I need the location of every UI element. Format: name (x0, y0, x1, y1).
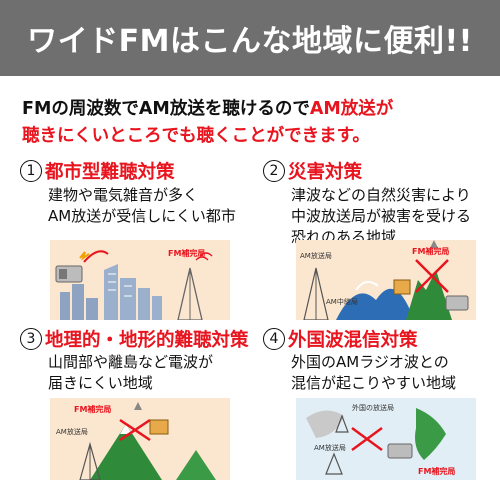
section-1-line: AM放送が受信しにくい都市 (48, 207, 236, 225)
fm-station-label: FM補完局 (168, 248, 205, 258)
mountain-icon (406, 270, 452, 320)
foreign-antenna-icon (335, 414, 349, 433)
am-antenna-icon (303, 267, 329, 320)
section-3-line: 山間部や離島など電波が (48, 353, 214, 371)
am-station-label: AM放送局 (314, 443, 346, 452)
section-2-number: 2 (263, 160, 285, 182)
fm-antenna-icon (177, 267, 203, 320)
header-banner: ワイドFMはこんな地域に便利!! (0, 0, 500, 76)
section-1-description: 建物や電気雑音が多く AM放送が受信しにくい都市 (48, 185, 236, 227)
tower-buildings-icon (104, 264, 162, 320)
section-1-title: 都市型難聴対策 (45, 162, 175, 183)
section-4-illustration: 外国の放送局 AM放送局 FM補完局 (296, 398, 476, 480)
house-icon (149, 419, 169, 435)
section-4-number: 4 (263, 328, 285, 350)
section-3-description: 山間部や離島など電波が 届きにくい地域 (48, 352, 213, 394)
section-3-illustration: FM補完局 AM放送局 (50, 398, 230, 480)
section-3-title: 地理的・地形的難聴対策 (45, 330, 249, 351)
fm-station-label: FM補完局 (412, 246, 449, 256)
fm-tower-icon (134, 402, 142, 410)
section-1-number: 1 (20, 160, 42, 182)
noise-zigzag-icon (83, 250, 109, 263)
section-2-title: 災害対策 (288, 162, 363, 183)
continent-icon (306, 410, 344, 438)
foreign-station-label: 外国の放送局 (352, 403, 394, 412)
section-2-description: 津波などの自然災害により 中波放送局が被害を受ける 恐れのある地域 (291, 185, 471, 248)
am-antenna-icon (79, 441, 101, 480)
mountain-icon (90, 424, 162, 480)
section-2-illustration: AM放送局 AM中継局 FM補完局 (296, 240, 476, 320)
intro-highlight-1: AM放送が (309, 99, 394, 119)
section-4-title: 外国波混信対策 (288, 330, 418, 351)
radio-icon (445, 295, 469, 311)
am-station-label: AM放送局 (56, 427, 88, 436)
hill-icon (176, 450, 216, 480)
section-3-line: 届きにくい地域 (48, 374, 153, 392)
section-1-line: 建物や電気雑音が多く (48, 186, 199, 204)
tsunami-wave-icon (336, 288, 414, 320)
intro-highlight-2: 聴きにくいところでも聴くことができます。 (22, 126, 370, 146)
am-relay-label: AM中継局 (326, 297, 358, 306)
section-4-heading: 4 外国波混信対策 (263, 326, 418, 352)
section-3-heading: 3 地理的・地形的難聴対策 (20, 326, 249, 352)
lightning-icon (79, 251, 90, 261)
section-1-illustration: FM補完局 (50, 240, 230, 320)
japan-map-icon (415, 408, 446, 460)
intro-plain: FMの周波数でAM放送を聴けるので (22, 99, 310, 119)
section-2-line: 中波放送局が被害を受ける (291, 207, 472, 225)
fm-tower-icon (430, 240, 438, 248)
buildings-icon (60, 284, 98, 320)
intro-line-1: FMの周波数でAM放送を聴けるのでAM放送が (22, 96, 492, 123)
page-title: ワイドFMはこんな地域に便利!! (27, 24, 473, 59)
section-2-line: 津波などの自然災害により (291, 186, 471, 204)
intro-text: FMの周波数でAM放送を聴けるのでAM放送が 聴きにくいところでも聴くことができ… (22, 96, 492, 150)
section-2-heading: 2 災害対策 (263, 158, 362, 184)
radio-icon (387, 443, 413, 459)
fm-station-label: FM補完局 (418, 466, 455, 476)
am-antenna-icon (325, 452, 343, 475)
section-3-number: 3 (20, 328, 42, 350)
section-4-line: 混信が起こりやすい地域 (291, 374, 457, 392)
house-icon (393, 279, 411, 295)
section-4-description: 外国のAMラジオ波との 混信が起こりやすい地域 (291, 352, 456, 394)
am-station-label: AM放送局 (300, 251, 332, 260)
section-1-heading: 1 都市型難聴対策 (20, 158, 175, 184)
section-4-line: 外国のAMラジオ波との (291, 353, 449, 371)
fm-station-label: FM補完局 (74, 404, 111, 414)
